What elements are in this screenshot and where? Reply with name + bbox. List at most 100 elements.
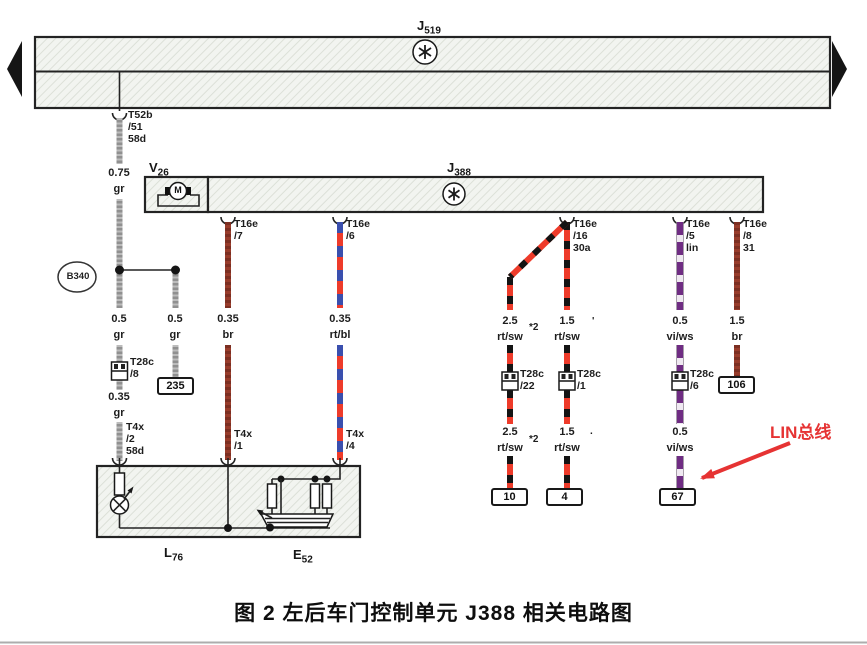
wire-gauge-left-b: 0.5 gr: [152, 311, 198, 343]
gauge-color: gr: [169, 329, 181, 341]
gray-wires: [116, 118, 179, 461]
connector-label-t28c-1: T28c /1: [577, 368, 601, 392]
terminal-4: 4: [546, 488, 583, 506]
red-black-wires-t16e16: [507, 219, 570, 489]
connector-label-t28c-22: T28c /22: [520, 368, 544, 392]
gauge-color: br: [731, 331, 743, 343]
gauge-color: rt/sw: [497, 331, 523, 343]
label-b340: B340: [66, 271, 90, 282]
pin-number: /6: [346, 230, 355, 242]
motor-icon: [168, 181, 188, 201]
inline-connector-t28c6-icon: [671, 371, 689, 391]
j388-pin-connectors: [220, 216, 745, 225]
wire-gauge-brown-small: 0.35 br: [205, 311, 251, 343]
pin-number: /22: [520, 380, 535, 392]
wire-gauge-left-a: 0.5 gr: [96, 311, 142, 343]
wire-gauge-rtsw15-b: 1.5 rt/sw: [544, 424, 590, 456]
door-components-box: [95, 464, 362, 539]
pin-number: /1: [234, 440, 243, 452]
gauge-size: 0.5: [672, 315, 688, 327]
label-j388-prefix: J: [447, 160, 455, 175]
gauge-color: rt/sw: [554, 331, 580, 343]
label-e52-num: 52: [301, 554, 313, 566]
terminal-67: 67: [659, 488, 696, 506]
label-j519-prefix: J: [417, 18, 425, 33]
splice-dot: [171, 265, 180, 275]
pin-terminal: 31: [743, 242, 755, 254]
pin-name: T28c: [520, 368, 544, 380]
label-l76: L76: [164, 545, 183, 564]
pin-number: /2: [126, 433, 135, 445]
pin-number: /8: [130, 368, 139, 380]
pin-label-t52b: T52b /51 58d: [128, 109, 153, 145]
gauge-size: 1.5: [729, 315, 745, 327]
gauge-size: 2.5: [502, 315, 518, 327]
pin-terminal: 58d: [126, 445, 145, 457]
wire-gauge-viws-b: 0.5 vi/ws: [657, 424, 703, 456]
gauge-size: 0.5: [167, 313, 183, 325]
footnote-star2-bottom: *2: [529, 434, 539, 445]
lin-bus-callout-text: LIN总线: [770, 423, 832, 442]
pin-label-t16e-8: T16e /8 31: [743, 218, 767, 254]
j519-bus-bar: [7, 35, 847, 110]
pin-number: /6: [690, 380, 699, 392]
pin-label-t4x-1: T4x /1: [234, 428, 252, 452]
label-j388-num: 388: [454, 167, 471, 179]
wire-gauge-br15: 1.5 br: [714, 313, 760, 345]
j519-k-symbol-icon: [412, 39, 438, 65]
j388-control-unit-bar: [206, 175, 765, 214]
pin-number: /8: [743, 230, 752, 242]
bus-continues-right-arrow-icon: [832, 41, 847, 97]
label-e52: E52: [293, 547, 313, 566]
label-j519: J519: [417, 18, 441, 37]
gauge-size: 0.5: [111, 313, 127, 325]
inline-connector-t28c22-icon: [501, 371, 519, 391]
label-e52-prefix: E: [293, 547, 302, 562]
pin-number: /1: [577, 380, 586, 392]
footnote-prime-top: ': [592, 316, 595, 327]
pin-name: T16e: [686, 218, 710, 230]
gauge-color: rt/sw: [554, 442, 580, 454]
lamp-l76-icon: [109, 466, 134, 528]
gauge-color: gr: [113, 407, 125, 419]
wire-gauge-left-c: 0.35 gr: [96, 389, 142, 421]
figure-caption: 图 2 左后车门控制单元 J388 相关电路图: [234, 602, 633, 625]
gauge-size: 1.5: [559, 315, 575, 327]
pin-terminal: 30a: [573, 242, 591, 254]
inline-connector-t28c1-icon: [558, 371, 576, 391]
pin-name: T4x: [234, 428, 253, 440]
connector-label-t28c-8: T28c /8: [130, 356, 154, 380]
gauge-size: 0.35: [329, 313, 351, 325]
label-l76-num: 76: [171, 552, 184, 564]
pin-label-t16e-16: T16e /16 30a: [573, 218, 597, 254]
pin-name: T52b: [128, 109, 153, 121]
pin-number: /51: [128, 121, 143, 133]
lin-callout-arrow: [700, 441, 791, 480]
gauge-color: vi/ws: [666, 331, 694, 343]
pin-number: /7: [234, 230, 243, 242]
pin-terminal: 58d: [128, 133, 147, 145]
wire-gauge-viws-a: 0.5 vi/ws: [657, 313, 703, 345]
j388-k-symbol-icon: [442, 182, 466, 206]
pin-label-t4x-2: T4x /2 58d: [126, 421, 144, 457]
gauge-size: 1.5: [559, 426, 575, 438]
gauge-size: 0.35: [108, 391, 130, 403]
switch-e52-icon: [256, 466, 341, 532]
pin-number: /4: [346, 440, 355, 452]
motor-letter: M: [174, 185, 182, 195]
wire-gauge-rtsw15-a: 1.5 rt/sw: [544, 313, 590, 345]
terminal-106: 106: [718, 376, 755, 394]
label-v26: V26: [149, 160, 169, 179]
pin-name: T4x: [346, 428, 365, 440]
pin-name: T16e: [573, 218, 597, 230]
gauge-color: rt/sw: [497, 442, 523, 454]
pin-label-t4x-4: T4x /4: [346, 428, 364, 452]
bus-continues-left-arrow-icon: [7, 41, 22, 97]
wire-gauge-top-drop: 0.75 gr: [96, 165, 142, 197]
pin-name: T16e: [743, 218, 767, 230]
pin-terminal: lin: [686, 242, 699, 254]
gauge-color: br: [222, 329, 234, 341]
label-v26-prefix: V: [149, 160, 158, 175]
